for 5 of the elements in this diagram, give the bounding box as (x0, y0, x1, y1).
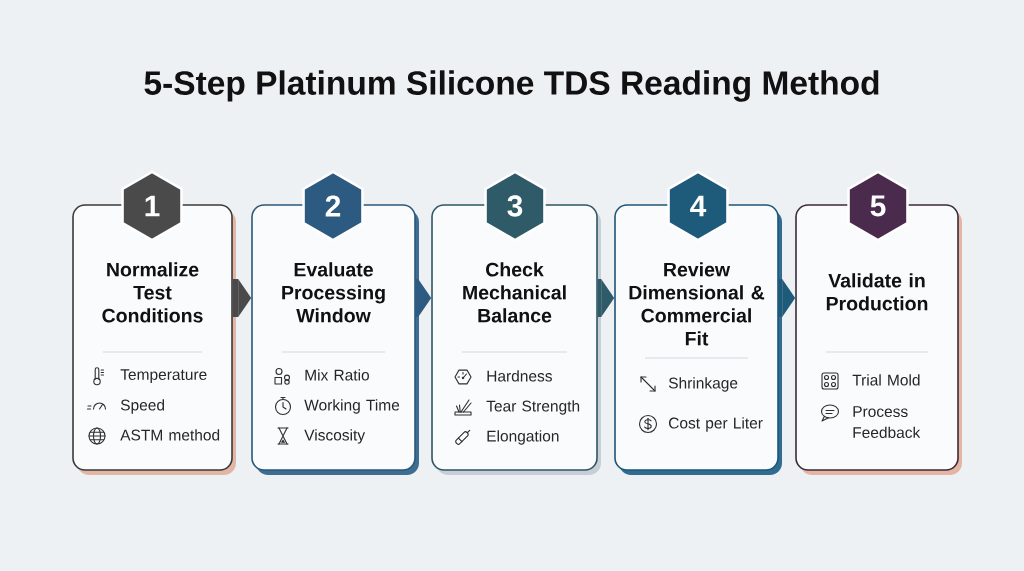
chevron-arrow (778, 279, 796, 317)
title: 5-Step Platinum Silicone TDS Reading Method (144, 70, 879, 102)
chevron-arrow (597, 279, 615, 317)
chevron-arrow (415, 279, 432, 317)
chevron-arrow (232, 279, 252, 317)
